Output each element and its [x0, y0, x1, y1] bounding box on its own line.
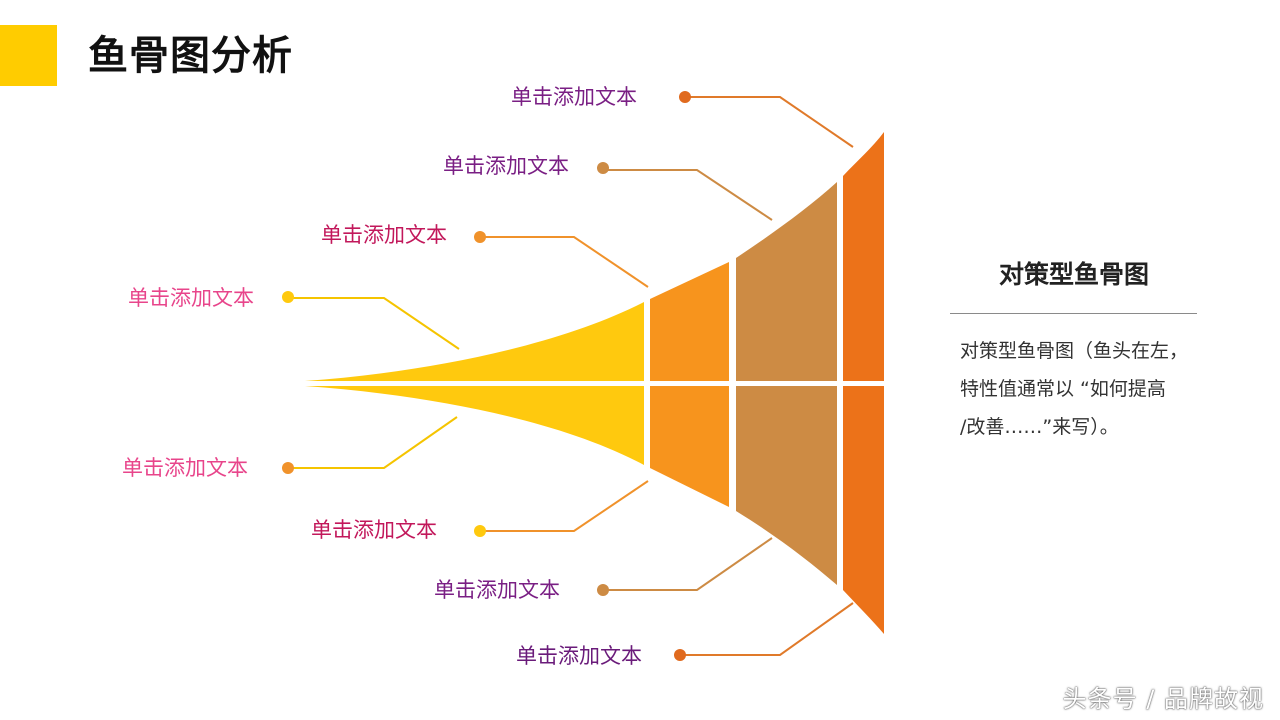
bone-line [690, 96, 854, 148]
bone-dot [474, 231, 486, 243]
bone-dot [474, 525, 486, 537]
bone-line [484, 480, 649, 532]
bone-line [684, 602, 854, 656]
bone-dot [597, 162, 609, 174]
bone-label[interactable]: 单击添加文本 [321, 223, 447, 247]
title-accent-bar [0, 25, 57, 86]
side-panel-description: 对策型鱼骨图（鱼头在左， 特性值通常以 “如何提高 /改善……”来写）。 [960, 332, 1220, 446]
fish-head-lower [843, 386, 884, 634]
bone-line [292, 297, 460, 350]
fish-body-segment-3-lower [736, 386, 837, 585]
fish-body-segment-3-upper [736, 182, 837, 381]
bone-label[interactable]: 单击添加文本 [311, 518, 437, 542]
fish-tail-lower [305, 386, 644, 465]
fish-tail-upper [305, 302, 644, 381]
page-title: 鱼骨图分析 [88, 33, 293, 79]
bone-dot [597, 584, 609, 596]
bone-label[interactable]: 单击添加文本 [434, 578, 560, 602]
watermark: 头条号 / 品牌故视 [1062, 685, 1264, 713]
fish-body-segment-2-upper [650, 262, 729, 381]
description-line: /改善……”来写）。 [960, 416, 1119, 438]
description-line: 对策型鱼骨图（鱼头在左， [960, 340, 1189, 362]
bone-label[interactable]: 单击添加文本 [128, 286, 254, 310]
bone-label[interactable]: 单击添加文本 [443, 154, 569, 178]
bone-dot [674, 649, 686, 661]
bone-label[interactable]: 单击添加文本 [122, 456, 248, 480]
bone-label[interactable]: 单击添加文本 [516, 644, 642, 668]
side-panel-divider [950, 313, 1197, 314]
bone-label[interactable]: 单击添加文本 [511, 85, 637, 109]
bone-line [484, 236, 649, 288]
fish-body-segment-2-lower [650, 386, 729, 507]
bone-line [292, 416, 458, 469]
bone-line [607, 169, 773, 221]
bone-dot [679, 91, 691, 103]
bone-dot [282, 462, 294, 474]
side-panel-title: 对策型鱼骨图 [998, 260, 1149, 289]
description-line: 特性值通常以 “如何提高 [960, 378, 1166, 400]
bone-line [607, 537, 773, 591]
bone-dot [282, 291, 294, 303]
fish-head-upper [843, 132, 884, 381]
